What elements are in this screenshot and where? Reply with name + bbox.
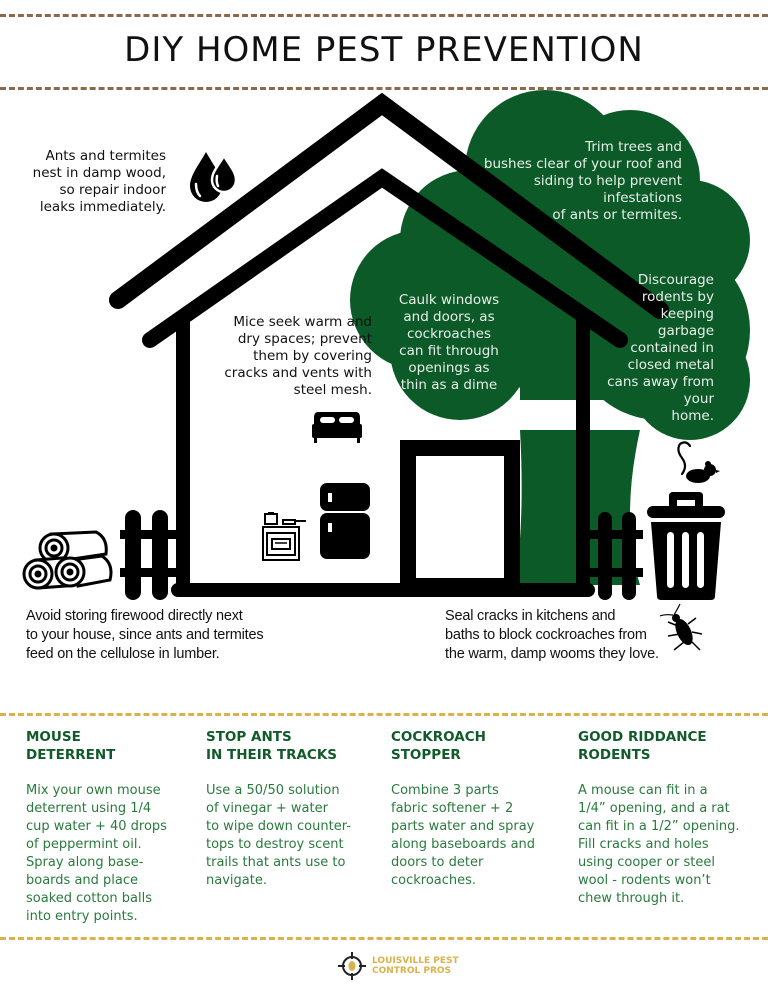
fridge-icon	[320, 483, 370, 559]
top-divider	[0, 14, 768, 17]
tip-body: Combine 3 parts fabric softener + 2 part…	[391, 783, 536, 888]
note-seal-cracks: Seal cracks in kitchens and baths to blo…	[445, 608, 659, 662]
tip-body: Mix your own mouse deterrent using 1/4 c…	[26, 783, 167, 924]
page-title: DIY HOME PEST PREVENTION	[124, 30, 644, 70]
note-garbage: Discourage rodents by keeping garbage co…	[607, 272, 714, 424]
fence-right	[588, 512, 643, 600]
tip-heading: STOP ANTS IN THEIR TRACKS	[206, 729, 338, 763]
note-trim-trees: Trim trees and bushes clear of your roof…	[483, 139, 682, 223]
tip-heading: GOOD RIDDANCE RODENTS	[578, 729, 707, 763]
house-illustration	[109, 90, 750, 600]
logo-line-1: LOUISVILLE PEST	[372, 956, 459, 966]
tips-bottom-divider	[0, 937, 768, 940]
fence-left	[120, 510, 185, 600]
firewood-icon	[22, 530, 113, 590]
logo-line-2: CONTROL PROS	[372, 966, 452, 976]
note-caulk: Caulk windows and doors, as cockroaches …	[398, 292, 500, 393]
house-outline	[109, 92, 669, 597]
note-mice: Mice seek warm and dry spaces; prevent t…	[224, 314, 372, 398]
note-firewood: Avoid storing firewood directly next to …	[26, 608, 264, 662]
tip-mouse-deterrent: MOUSE DETERRENT Mix your own mouse deter…	[26, 728, 196, 926]
tip-heading: MOUSE DETERRENT	[26, 729, 116, 763]
title-divider	[0, 87, 768, 90]
door	[400, 440, 520, 594]
note-leaks: Ants and termites nest in damp wood, so …	[32, 148, 166, 215]
tip-good-riddance-rodents: GOOD RIDDANCE RODENTS A mouse can fit in…	[578, 728, 760, 908]
mouse-icon	[677, 441, 720, 483]
cockroach-icon	[660, 604, 703, 651]
trash-can-icon	[647, 492, 725, 600]
tip-body: A mouse can fit in a 1/4” opening, and a…	[578, 783, 740, 906]
water-drops-icon	[190, 152, 238, 202]
stove-icon	[262, 512, 306, 561]
tip-body: Use a 50/50 solution of vinegar + water …	[206, 783, 351, 888]
tips-top-divider	[0, 713, 768, 716]
tip-stop-ants: STOP ANTS IN THEIR TRACKS Use a 50/50 so…	[206, 728, 376, 890]
tip-cockroach-stopper: COCKROACH STOPPER Combine 3 parts fabric…	[391, 728, 561, 890]
crosshair-logo-icon	[338, 952, 366, 980]
tip-heading: COCKROACH STOPPER	[391, 729, 486, 763]
bed-icon	[312, 412, 362, 443]
footer-logo: LOUISVILLE PEST CONTROL PROS	[338, 952, 459, 980]
